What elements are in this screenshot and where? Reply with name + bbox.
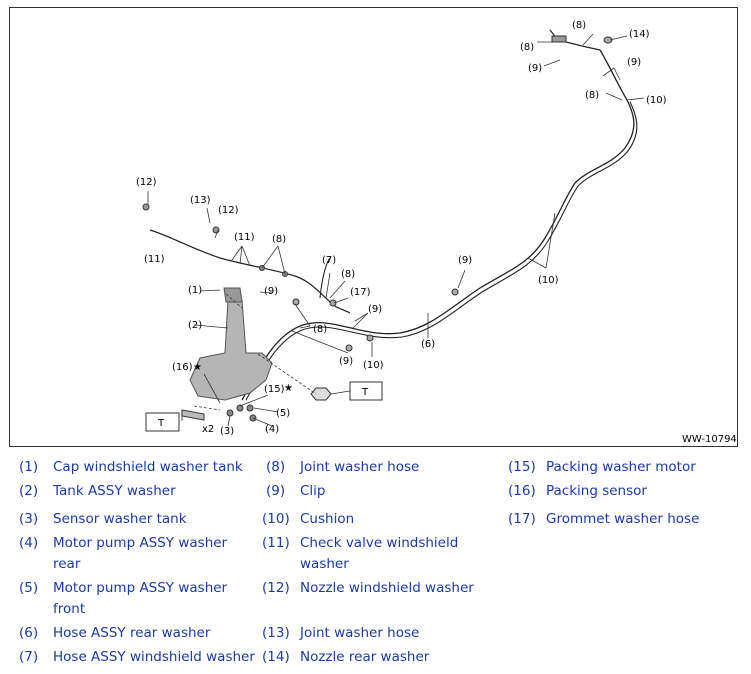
callout-11-b: (11) bbox=[144, 254, 165, 265]
callout-15: (15) bbox=[264, 384, 285, 395]
legend-text: Packing washer motor bbox=[546, 459, 696, 475]
callout-13: (13) bbox=[190, 195, 211, 206]
rear-nozzle-hose bbox=[549, 29, 601, 51]
legend-num: (15) bbox=[508, 459, 536, 475]
figure-id-label: WW-10794 bbox=[682, 434, 737, 445]
legend-text: Check valve windshield washer bbox=[300, 535, 459, 572]
legend-text: Cushion bbox=[300, 511, 355, 527]
legend-num: (4) bbox=[19, 535, 39, 551]
bolt-shape bbox=[181, 409, 205, 421]
callout-10-a: (10) bbox=[363, 360, 384, 371]
legend-text: Cap windshield washer tank bbox=[53, 459, 243, 475]
legend-text: Motor pump ASSY washer rear bbox=[53, 535, 228, 572]
legend-text: Joint washer hose bbox=[300, 459, 420, 475]
qty-x2: x2 bbox=[202, 424, 214, 435]
part-nozzle-front bbox=[142, 203, 150, 211]
torque-box-left bbox=[145, 412, 180, 432]
legend-num: (6) bbox=[19, 625, 39, 641]
callout-3: (3) bbox=[220, 426, 234, 437]
star-15: ★ bbox=[284, 383, 293, 394]
legend-text: Hose ASSY windshield washer bbox=[53, 649, 255, 665]
callout-8-a: (8) bbox=[272, 234, 286, 245]
legend-text: Joint washer hose bbox=[300, 625, 420, 641]
torque-right-leader bbox=[330, 390, 351, 395]
packing-washer-motor-hex bbox=[310, 387, 332, 401]
part-clip-b bbox=[292, 298, 300, 306]
legend-num: (13) bbox=[262, 625, 290, 641]
callout-9-d: (9) bbox=[458, 255, 472, 266]
legend-text: Tank ASSY washer bbox=[53, 483, 176, 499]
callout-2: (2) bbox=[188, 320, 202, 331]
legend-text: Packing sensor bbox=[546, 483, 647, 499]
legend-num: (3) bbox=[19, 511, 39, 527]
callout-10-c: (10) bbox=[646, 95, 667, 106]
legend-text: Sensor washer tank bbox=[53, 511, 187, 527]
legend-text: Nozzle rear washer bbox=[300, 649, 430, 665]
legend-text: Clip bbox=[300, 483, 326, 499]
callout-7: (7) bbox=[322, 255, 336, 266]
legend-num: (8) bbox=[266, 459, 286, 475]
legend-num: (9) bbox=[266, 483, 286, 499]
leader-lines bbox=[147, 33, 645, 427]
callout-5: (5) bbox=[276, 408, 290, 419]
rear-nozzle-body bbox=[551, 35, 567, 43]
callout-8-c: (8) bbox=[313, 324, 327, 335]
callout-9-e: (9) bbox=[528, 63, 542, 74]
callout-9-b: (9) bbox=[368, 304, 382, 315]
part-packing-motor bbox=[236, 404, 244, 412]
torque-label-left: T bbox=[157, 418, 165, 429]
callout-11-a: (11) bbox=[234, 232, 255, 243]
dashed-guides bbox=[193, 293, 317, 411]
hose-rear-washer-line bbox=[241, 49, 635, 401]
legend-num: (14) bbox=[262, 649, 290, 665]
hose-rear-washer-line-2 bbox=[245, 101, 638, 401]
part-clip-c bbox=[345, 344, 353, 352]
callout-16: (16) bbox=[172, 362, 193, 373]
nozzle-rear-washer-part bbox=[603, 36, 613, 44]
legend-num: (7) bbox=[19, 649, 39, 665]
star-16: ★ bbox=[193, 362, 202, 373]
callout-17: (17) bbox=[350, 287, 371, 298]
tank-assy-washer-shape bbox=[189, 299, 273, 401]
torque-label-right: T bbox=[361, 387, 369, 398]
tank-neck bbox=[223, 287, 243, 303]
part-sensor bbox=[226, 409, 234, 417]
part-nozzle-front-2 bbox=[212, 226, 220, 234]
legend-num: (16) bbox=[508, 483, 536, 499]
callout-6: (6) bbox=[421, 339, 435, 350]
part-grommet bbox=[329, 299, 337, 307]
legend-num: (5) bbox=[19, 580, 39, 596]
callout-1: (1) bbox=[188, 285, 202, 296]
callout-12-b: (12) bbox=[218, 205, 239, 216]
callout-8-e: (8) bbox=[520, 42, 534, 53]
callout-8-d: (8) bbox=[572, 20, 586, 31]
legend-text: Nozzle windshield washer bbox=[300, 580, 474, 596]
hose-windshield-washer-line-2 bbox=[319, 257, 331, 299]
legend-num: (11) bbox=[262, 535, 290, 551]
callout-8-f: (8) bbox=[585, 90, 599, 101]
callout-9-a: (9) bbox=[264, 286, 278, 297]
callout-8-b: (8) bbox=[341, 269, 355, 280]
callout-12-a: (12) bbox=[136, 177, 157, 188]
part-clip-a bbox=[451, 288, 459, 296]
callout-9-f: (9) bbox=[627, 57, 641, 68]
legend-num: (2) bbox=[19, 483, 39, 499]
legend-num: (10) bbox=[262, 511, 290, 527]
callout-9-c: (9) bbox=[339, 356, 353, 367]
callout-4: (4) bbox=[265, 424, 279, 435]
washer-system-diagram: (12) (13) (12) (11) (8) (11) (7) (8) (1)… bbox=[9, 7, 738, 447]
diagram-canvas: (12) (13) (12) (11) (8) (11) (7) (8) (1)… bbox=[136, 20, 737, 445]
legend-num: (1) bbox=[19, 459, 39, 475]
parts-legend: (1) Cap windshield washer tank (2) Tank … bbox=[0, 455, 751, 674]
legend-num: (17) bbox=[508, 511, 536, 527]
legend-text: Grommet washer hose bbox=[546, 511, 700, 527]
part-cushion-1 bbox=[366, 334, 374, 342]
callout-10-b: (10) bbox=[538, 275, 559, 286]
legend-num: (12) bbox=[262, 580, 290, 596]
legend-text: Hose ASSY rear washer bbox=[53, 625, 211, 641]
legend-text: Motor pump ASSY washer front bbox=[53, 580, 228, 617]
callout-14: (14) bbox=[629, 29, 650, 40]
part-pump-front bbox=[246, 404, 254, 412]
